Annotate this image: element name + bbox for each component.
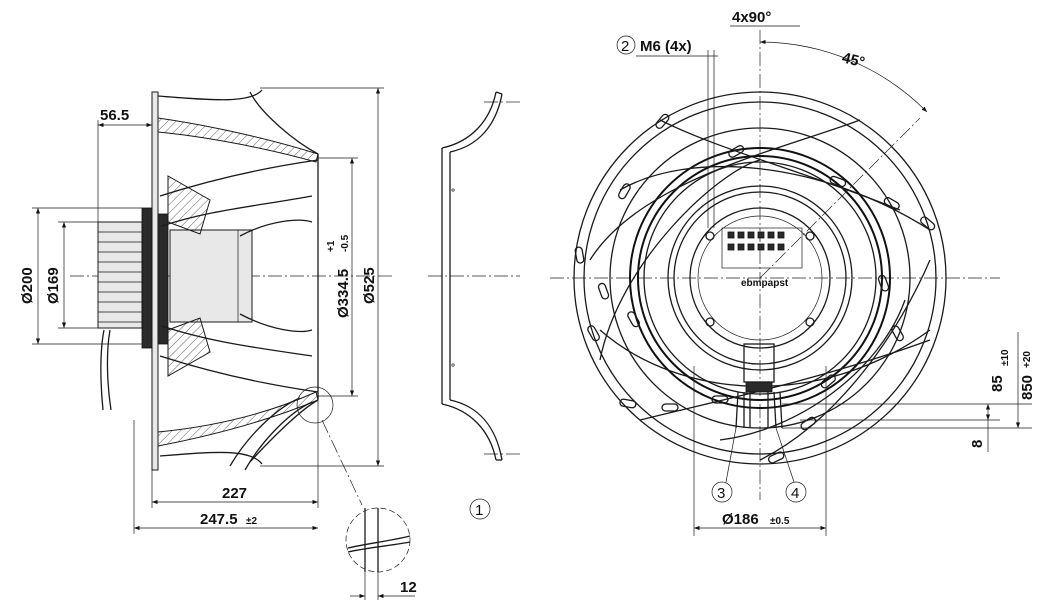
callout-3-circle	[711, 481, 733, 503]
connection-block	[721, 227, 803, 269]
callout-4: 4	[791, 485, 799, 502]
dim-hub-offset: 56.5	[100, 107, 129, 124]
inlet-ring-view: 1	[428, 91, 520, 520]
callout-2: 2	[621, 38, 629, 55]
cable-2	[106, 329, 112, 411]
hub-circle	[667, 185, 853, 371]
wires	[735, 391, 783, 429]
dim-186-tol: ±0.5	[770, 516, 790, 527]
detail-leader	[321, 419, 363, 506]
callout-1-circle	[469, 498, 491, 520]
impeller-shroud-top	[157, 117, 319, 163]
ring-lip-top-outer	[441, 91, 497, 149]
dim-4x90: 4x90°	[732, 9, 771, 26]
detail-view: 12	[345, 507, 417, 600]
ring-lip-top-inner	[449, 93, 503, 153]
dim-227: 227	[222, 485, 247, 502]
side-view: 56.5 Ø200 Ø169 Ø334.5 +1 -0.5 Ø525 227 2…	[19, 87, 417, 600]
backplate	[151, 91, 159, 471]
motor-fins	[98, 231, 142, 323]
dim-12: 12	[400, 579, 417, 596]
dim-45-arc	[759, 39, 928, 113]
dim-85: 85	[989, 375, 1006, 392]
hub-section-top	[167, 175, 211, 235]
dim-dia-334-tol-lower: -0.5	[340, 234, 351, 252]
mounting-slots	[574, 113, 936, 464]
callout-3: 3	[717, 485, 725, 502]
dim-85-tol: ±10	[1000, 349, 1011, 366]
dim-dia-525: Ø525	[361, 267, 378, 304]
mounting-flange	[157, 213, 169, 345]
dim-dia-334: Ø334.5	[335, 269, 352, 318]
brand-label: ebmpapst	[741, 278, 789, 289]
electronics-housing	[141, 207, 153, 349]
dim-dia-169: Ø169	[45, 267, 62, 304]
motor-screws	[705, 231, 815, 327]
hub-section-bottom	[167, 317, 211, 377]
dim-186: Ø186	[722, 511, 759, 528]
front-45-line	[759, 117, 921, 279]
dim-247-tol: ±2	[246, 516, 257, 527]
thread-label: M6 (4x)	[640, 38, 692, 55]
inlet-ring-circle	[629, 147, 891, 409]
dim-dia-200: Ø200	[19, 267, 36, 304]
ring-lip-bottom-outer	[441, 403, 497, 461]
dim-dia-334-tol-upper: +1	[326, 240, 337, 252]
detail-marker-circle	[296, 386, 334, 424]
motor-face	[689, 207, 831, 349]
callout-4-circle	[785, 481, 807, 503]
ring-lip-bottom-inner	[449, 399, 503, 461]
dim-247: 247.5	[200, 511, 238, 528]
dim-850: 850	[1019, 375, 1036, 400]
cable-1	[100, 329, 105, 411]
terminal-grid	[727, 231, 785, 251]
dim-8: 8	[969, 440, 986, 448]
front-view: ebmpapst 4x90° 45° 2 M6 (4x)	[550, 9, 1036, 536]
callout-2-circle	[616, 35, 636, 55]
impeller-blades	[157, 89, 319, 471]
callout-1: 1	[475, 502, 483, 519]
hub	[169, 229, 253, 323]
dim-850-tol: +20	[1022, 351, 1033, 368]
dim-45: 45°	[840, 49, 866, 71]
